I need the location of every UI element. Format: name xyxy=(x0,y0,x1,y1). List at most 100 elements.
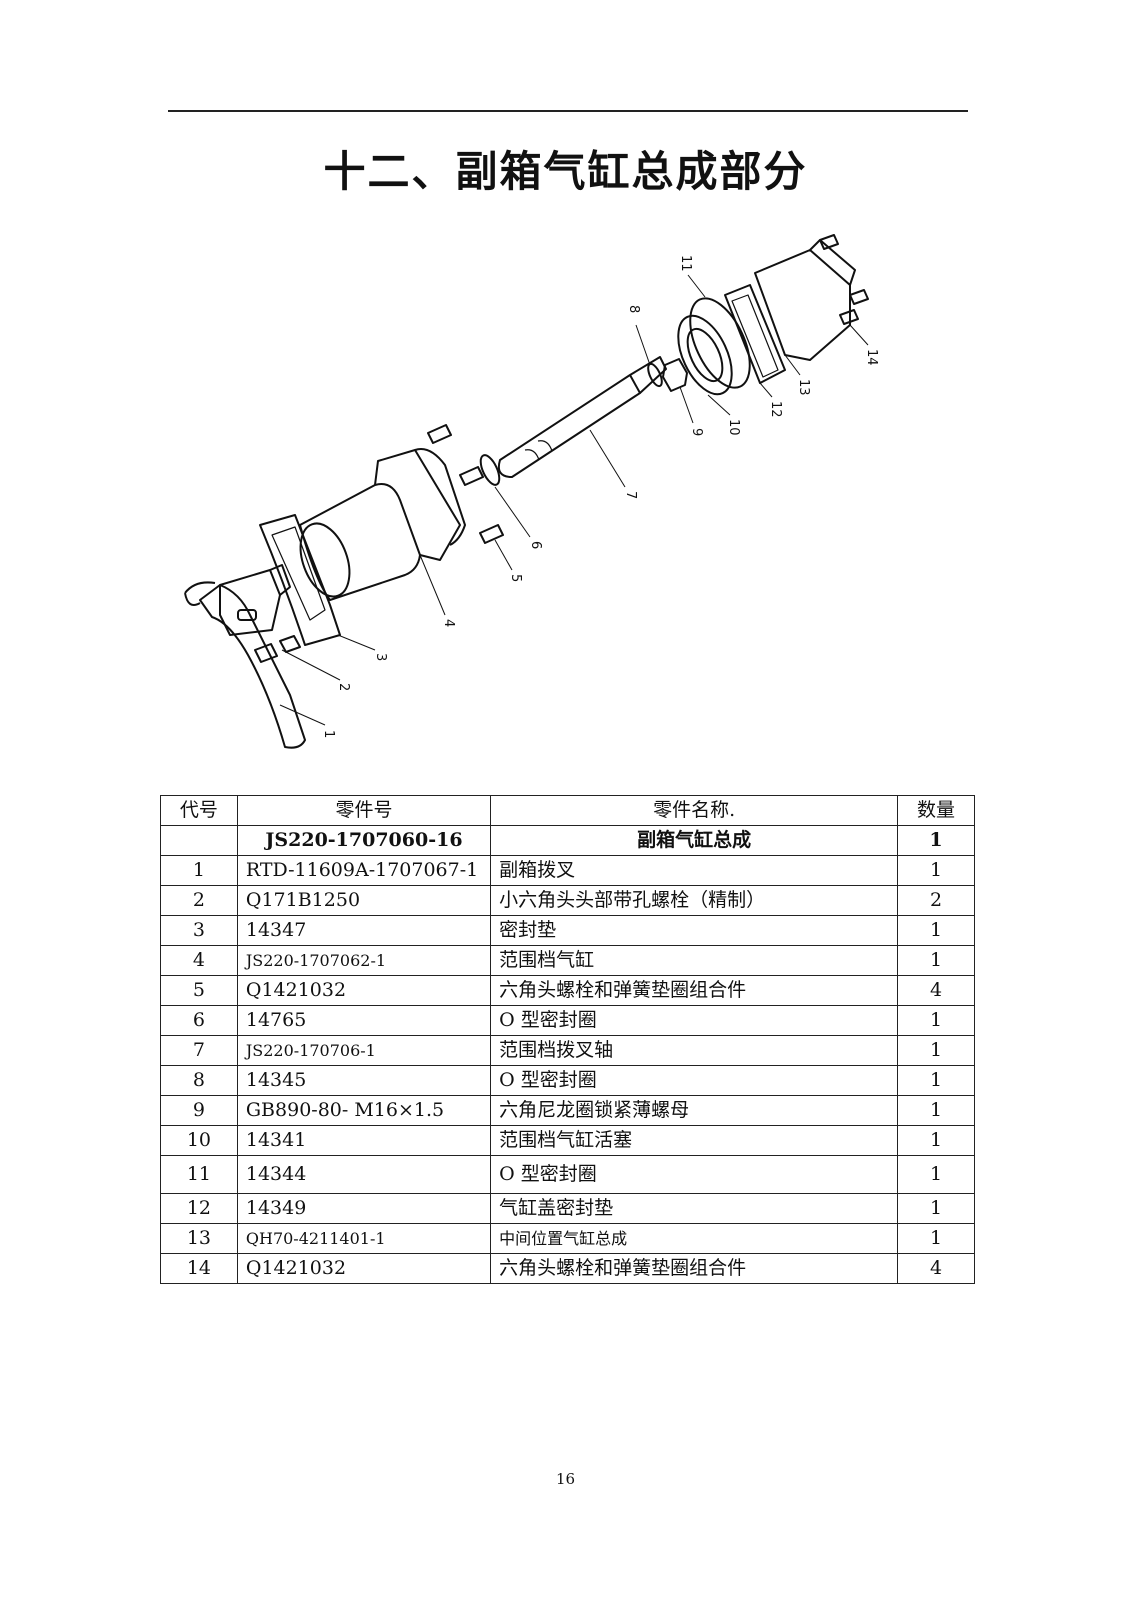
cell-name: 范围档拨叉轴 xyxy=(490,1035,899,1066)
shift-fork xyxy=(199,584,306,749)
callout-4: 4 xyxy=(441,619,456,627)
cell-name: 副箱气缸总成 xyxy=(490,825,899,856)
cell-code xyxy=(160,825,238,856)
cell-part-no: 14349 xyxy=(236,1193,492,1224)
cell-name: O 型密封圈 xyxy=(490,1005,899,1036)
cell-part-no: Q171B1250 xyxy=(236,885,492,916)
cell-part-no: QH70-4211401-1 xyxy=(236,1223,492,1254)
cell-name: 中间位置气缸总成 xyxy=(490,1223,899,1254)
callout-14: 14 xyxy=(864,349,879,366)
cell-part-no: Q1421032 xyxy=(236,975,492,1006)
page-number: 16 xyxy=(555,1470,576,1488)
cell-code: 6 xyxy=(160,1005,238,1036)
cell-code: 4 xyxy=(160,945,238,976)
callout-8: 8 xyxy=(626,305,641,313)
bolts xyxy=(254,635,301,663)
callout-9: 9 xyxy=(689,428,704,436)
gasket-left xyxy=(259,514,341,646)
cell-code: 8 xyxy=(160,1065,238,1096)
cell-name: 六角头螺栓和弹簧垫圈组合件 xyxy=(490,975,899,1006)
cell-name: 范围档气缸 xyxy=(490,945,899,976)
cell-code: 12 xyxy=(160,1193,238,1224)
header-qty: 数量 xyxy=(897,795,975,826)
cell-name: 副箱拨叉 xyxy=(490,855,899,886)
cover-gasket xyxy=(724,284,786,384)
cell-qty: 1 xyxy=(897,945,975,976)
callout-1: 1 xyxy=(321,730,336,738)
cell-qty: 1 xyxy=(897,1155,975,1194)
table-header-row: 代号 零件号 零件名称. 数量 xyxy=(160,795,975,826)
cell-qty: 1 xyxy=(897,915,975,946)
cell-part-no: 14345 xyxy=(236,1065,492,1096)
cell-name: O 型密封圈 xyxy=(490,1065,899,1096)
cell-qty: 1 xyxy=(897,1125,975,1156)
page-title: 十二、副箱气缸总成部分 xyxy=(323,147,808,196)
cell-qty: 2 xyxy=(897,885,975,916)
cell-part-no: RTD-11609A-1707067-1 xyxy=(236,855,492,886)
callout-2: 2 xyxy=(336,683,351,691)
cell-name: 六角尼龙圈锁紧薄螺母 xyxy=(490,1095,899,1126)
o-ring-6 xyxy=(479,454,501,486)
cell-qty: 1 xyxy=(897,1095,975,1126)
callout-13: 13 xyxy=(796,379,811,396)
callout-6: 6 xyxy=(528,541,543,549)
cell-code: 1 xyxy=(160,855,238,886)
cell-part-no: JS220-170706-1 xyxy=(236,1035,492,1066)
cell-part-no: 14765 xyxy=(236,1005,492,1036)
cell-qty: 1 xyxy=(897,855,975,886)
callout-5: 5 xyxy=(508,574,523,582)
middle-cylinder xyxy=(754,249,851,361)
cell-code: 2 xyxy=(160,885,238,916)
exploded-diagram: 1 2 3 4 5 6 7 8 9 10 11 12 13 14 xyxy=(184,234,879,749)
cell-code: 5 xyxy=(160,975,238,1006)
cell-qty: 1 xyxy=(897,1193,975,1224)
cell-code: 14 xyxy=(160,1253,238,1284)
cell-code: 10 xyxy=(160,1125,238,1156)
cell-code: 13 xyxy=(160,1223,238,1254)
callout-3: 3 xyxy=(373,653,388,661)
header-part-no: 零件号 xyxy=(236,795,492,826)
cell-qty: 1 xyxy=(897,825,975,856)
callout-11: 11 xyxy=(678,255,693,272)
cell-part-no: JS220-1707060-16 xyxy=(236,825,492,856)
cell-qty: 4 xyxy=(897,1253,975,1284)
cell-part-no: JS220-1707062-1 xyxy=(236,945,492,976)
cell-part-no: Q1421032 xyxy=(236,1253,492,1284)
cell-name: O 型密封圈 xyxy=(490,1155,899,1194)
cell-code: 7 xyxy=(160,1035,238,1066)
cell-name: 小六角头头部带孔螺栓（精制） xyxy=(490,885,899,916)
parts-table: 代号 零件号 零件名称. 数量 JS220-1707060-16 副箱气缸总成 … xyxy=(160,795,975,1284)
nut xyxy=(662,358,688,392)
shaft xyxy=(497,374,641,478)
cell-part-no: 14341 xyxy=(236,1125,492,1156)
cell-part-no: GB890-80- M16×1.5 xyxy=(236,1095,492,1126)
cell-qty: 1 xyxy=(897,1035,975,1066)
cell-qty: 1 xyxy=(897,1005,975,1036)
cell-part-no: 14347 xyxy=(236,915,492,946)
cell-part-no: 14344 xyxy=(236,1155,492,1194)
header-rule xyxy=(168,110,968,112)
cell-name: 范围档气缸活塞 xyxy=(490,1125,899,1156)
cell-code: 3 xyxy=(160,915,238,946)
fork-block xyxy=(219,569,281,636)
cell-name: 气缸盖密封垫 xyxy=(490,1193,899,1224)
cell-code: 11 xyxy=(160,1155,238,1194)
piston xyxy=(677,314,733,396)
cell-qty: 4 xyxy=(897,975,975,1006)
header-code: 代号 xyxy=(160,795,238,826)
callout-7: 7 xyxy=(623,491,638,499)
o-ring-11 xyxy=(689,297,751,389)
